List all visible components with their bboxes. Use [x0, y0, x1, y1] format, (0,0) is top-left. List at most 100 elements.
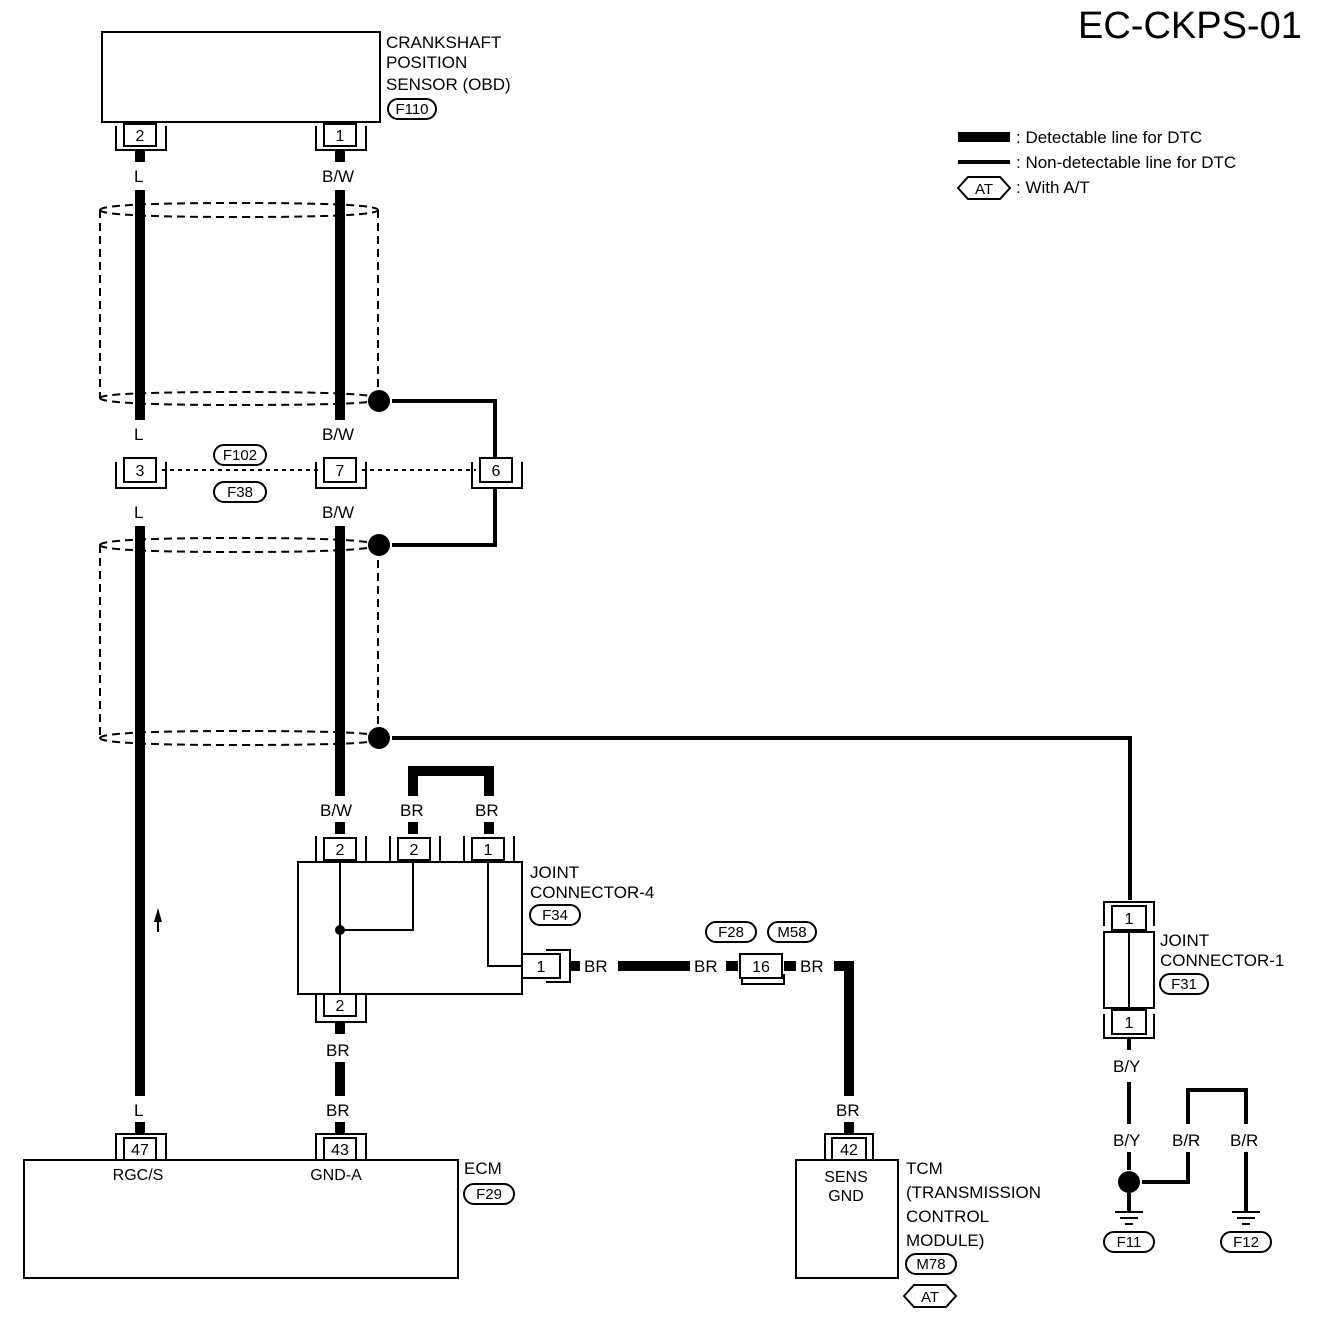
wire-b-r-label-1: B/R	[1172, 1131, 1200, 1150]
tcm-at-symbol: AT	[921, 1289, 939, 1306]
jc4-pin-bottom-box	[323, 993, 357, 1017]
wire-bw-label-1: B/W	[322, 167, 354, 186]
ground-f11-id: F11	[1117, 1234, 1142, 1251]
drain-wire-upper	[392, 399, 497, 460]
inline-connector: F102 F38 3 7 6	[115, 444, 523, 503]
wire-bw-label-4: B/W	[320, 801, 352, 820]
wire-bw-label-3: B/W	[322, 503, 354, 522]
upper-shield-bottom2	[99, 397, 379, 407]
lower-shield-top2	[99, 544, 379, 554]
ecm-pin43-box	[323, 1137, 357, 1161]
joint-connector-1: 1 1 JOINT CONNECTOR-1 F31	[1103, 901, 1284, 1039]
sensor-name-line3: SENSOR (OBD)	[386, 75, 511, 94]
wire-br-label-right-2: BR	[694, 957, 718, 976]
diagram-title: EC-CKPS-01	[1078, 5, 1302, 47]
upper-shield-bottom	[99, 390, 379, 399]
ground-junction-dot	[1118, 1171, 1140, 1193]
crankshaft-position-sensor: CRANKSHAFT POSITION SENSOR (OBD) F110 2 …	[101, 31, 511, 151]
inline-pin7-box	[323, 457, 357, 483]
jc1-pin-bottom: 1	[1125, 1015, 1134, 1032]
inline-pin6-bracket	[471, 462, 523, 489]
wire-by-label-1: B/Y	[1113, 1057, 1140, 1076]
inline-connector-id-bottom: F38	[227, 484, 253, 501]
sensor-pin1-box	[323, 123, 357, 147]
ground-f11: F11	[1103, 1211, 1155, 1253]
drain-wire-to-jc1	[392, 736, 1132, 900]
mid-connector: F28 M58 16	[705, 921, 817, 985]
upper-shield-top2	[99, 209, 379, 219]
jc1-name-line2: CONNECTOR-1	[1160, 951, 1284, 970]
mid-connector-pin-box	[739, 953, 783, 979]
tcm-connector-badge	[905, 1253, 957, 1275]
jc4-name-line2: CONNECTOR-4	[530, 883, 654, 902]
legend-detectable: : Detectable line for DTC	[1016, 128, 1202, 147]
inline-pin6: 6	[492, 463, 501, 480]
wire-br-to-tcm	[834, 961, 854, 1096]
wire-br-loop	[408, 766, 494, 796]
sensor-pin1: 1	[336, 128, 345, 145]
jc1-pin-bottom-box	[1111, 1009, 1147, 1035]
jc4-pin-top1: 2	[336, 842, 345, 859]
ecm-pin47: 47	[131, 1142, 149, 1159]
wire-br-label-jc4-a: BR	[400, 801, 424, 820]
mid-connector-id-left: F28	[718, 924, 744, 941]
jc1-pin-top-bracket	[1103, 901, 1155, 926]
jc4-pin-right-box	[521, 953, 561, 979]
ecm-pin43: 43	[331, 1142, 349, 1159]
upper-shield	[99, 201, 390, 412]
jc4-internal-branch	[340, 862, 414, 931]
jc4-internal-junction	[335, 925, 345, 935]
wire-br-ground-loop	[1186, 1088, 1248, 1124]
wire-br-label-jc4-b: BR	[475, 801, 499, 820]
jc4-connector-badge	[529, 904, 581, 926]
wire-l-label-4: L	[134, 1101, 143, 1120]
ecm-connector-badge	[463, 1183, 515, 1205]
jc1-connector-badge	[1159, 973, 1209, 995]
tcm-pin42-box	[831, 1137, 867, 1161]
ecm-pin43-bracket	[315, 1133, 367, 1160]
tcm: 42 SENS GND TCM (TRANSMISSION CONTROL MO…	[795, 1133, 1041, 1308]
tcm-name-line4: MODULE)	[906, 1231, 984, 1250]
inline-pin7: 7	[336, 463, 345, 480]
jc1-pin-top-box	[1111, 905, 1147, 931]
ecm-pin47-label: RGC/S	[113, 1167, 164, 1184]
jc4-box	[297, 861, 523, 995]
legend: : Detectable line for DTC : Non-detectab…	[956, 128, 1236, 200]
wire-br-label-ecm-2: BR	[326, 1101, 350, 1120]
wire-l-label-2: L	[134, 425, 143, 444]
inline-connector-id-top: F102	[223, 447, 257, 464]
ecm: 47 43 RGC/S GND-A ECM F29	[23, 1133, 515, 1279]
inline-connector-badge-top	[213, 444, 267, 466]
sensor-pin2-box	[123, 123, 157, 147]
legend-at-text: : With A/T	[1016, 178, 1090, 197]
tcm-at-badge	[902, 1284, 958, 1308]
wire-br-label-tcm: BR	[836, 1101, 860, 1120]
ground-f12-id: F12	[1233, 1234, 1259, 1251]
jc4-pin-right: 1	[537, 959, 546, 976]
lower-shield	[99, 534, 390, 749]
sensor-name-line1: CRANKSHAFT	[386, 33, 501, 52]
drain-wire-lower	[392, 488, 497, 547]
wire-br-label-right-3: BR	[800, 957, 824, 976]
wire-by-label-2: B/Y	[1113, 1131, 1140, 1150]
lower-shield-bottom	[99, 729, 379, 739]
ecm-box	[23, 1159, 459, 1279]
upper-shield-drain-dot	[368, 390, 390, 412]
legend-at-symbol: AT	[975, 181, 993, 198]
legend-at-badge	[956, 176, 1012, 200]
lower-shield-drain-dot-2	[368, 727, 390, 749]
lower-shield-drain-dot-1	[368, 534, 390, 556]
inline-pin7-bracket	[315, 462, 367, 489]
tcm-name-line3: CONTROL	[906, 1207, 989, 1226]
tcm-box	[795, 1159, 899, 1279]
jc4-internal-right	[487, 862, 522, 967]
ecm-pin47-box	[123, 1137, 157, 1161]
jc4-pin-top2-bracket	[389, 836, 441, 863]
inline-connector-badge-bottom	[213, 481, 267, 503]
ground-f12-badge	[1220, 1231, 1272, 1253]
jc4-pin-top2: 2	[410, 842, 419, 859]
upper-shield-top	[99, 201, 379, 211]
tcm-name-line2: (TRANSMISSION	[906, 1183, 1041, 1202]
wire-br-label-ecm-1: BR	[326, 1041, 350, 1060]
sensor-box	[101, 31, 381, 123]
